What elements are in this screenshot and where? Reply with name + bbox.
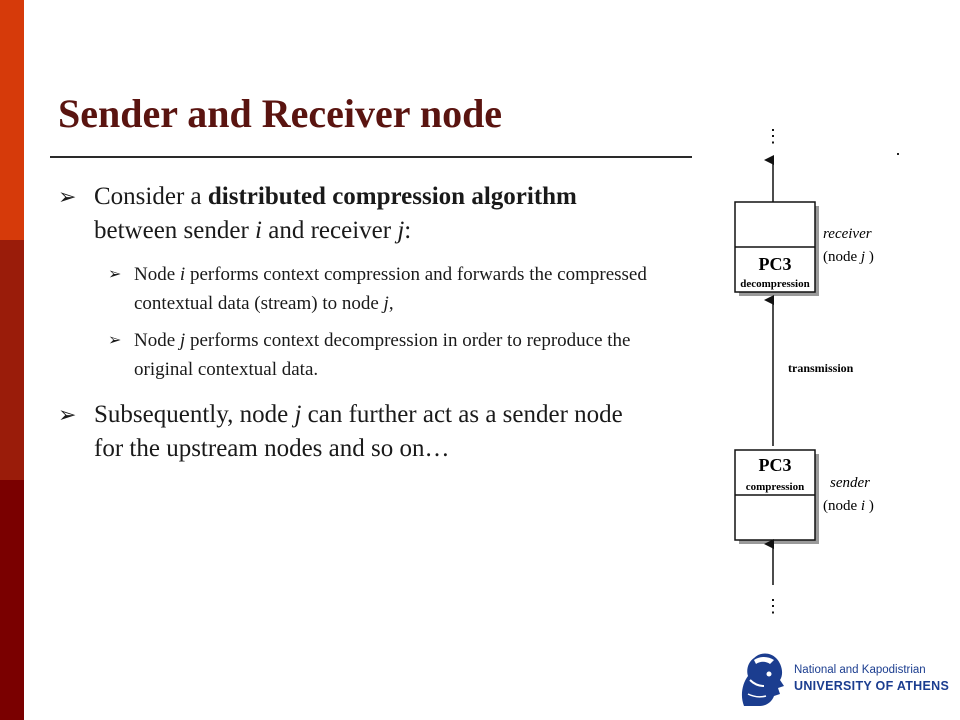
bullet-distributed-compression: ➢ Consider a distributed compression alg…: [58, 180, 658, 248]
logo-text: National and Kapodistrian UNIVERSITY OF …: [794, 662, 949, 695]
side-bar-middle: [0, 240, 24, 480]
receiver-label: receiver: [823, 226, 872, 242]
transmission-label: transmission: [788, 361, 854, 375]
side-bar-bottom: [0, 480, 24, 720]
sender-pc3-subtitle: compression: [746, 481, 804, 493]
bullet-arrow-icon: ➢: [108, 266, 122, 283]
subbullet-node-i: ➢ Node i performs context compression an…: [108, 260, 658, 318]
side-bar-top: [0, 0, 24, 240]
university-logo: National and Kapodistrian UNIVERSITY OF …: [736, 650, 949, 710]
logo-line-2: UNIVERSITY OF ATHENS: [794, 679, 950, 693]
pc3-diagram: ⋮ PC3 decompression receiver (node j ) t…: [700, 120, 950, 630]
bottom-ellipsis: ⋮: [764, 596, 782, 616]
side-color-bar: [0, 0, 24, 720]
logo-line-1: National and Kapodistrian: [794, 664, 926, 676]
receiver-pc3-subtitle: decompression: [740, 278, 809, 290]
corner-dot: [897, 153, 899, 155]
bullet-arrow-icon: ➢: [58, 402, 77, 427]
sender-label: sender: [830, 475, 870, 491]
receiver-pc3-title: PC3: [759, 254, 792, 274]
title-underline: [50, 156, 692, 158]
bullet-subsequently: ➢ Subsequently, node j can further act a…: [58, 398, 658, 466]
slide-content: ➢ Consider a distributed compression alg…: [58, 180, 658, 478]
sender-node-label: (node i ): [823, 498, 874, 514]
bold-term: distributed compression algorithm: [207, 183, 577, 210]
sender-pc3-title: PC3: [759, 455, 792, 475]
athena-head-icon: [741, 653, 784, 706]
bullet-arrow-icon: ➢: [108, 332, 122, 349]
subbullet-node-j: ➢ Node j performs context decompression …: [108, 326, 658, 384]
bullet-arrow-icon: ➢: [58, 184, 77, 209]
receiver-node-label: (node j ): [823, 249, 874, 265]
slide-title: Sender and Receiver node: [58, 91, 503, 136]
top-ellipsis: ⋮: [764, 126, 782, 146]
